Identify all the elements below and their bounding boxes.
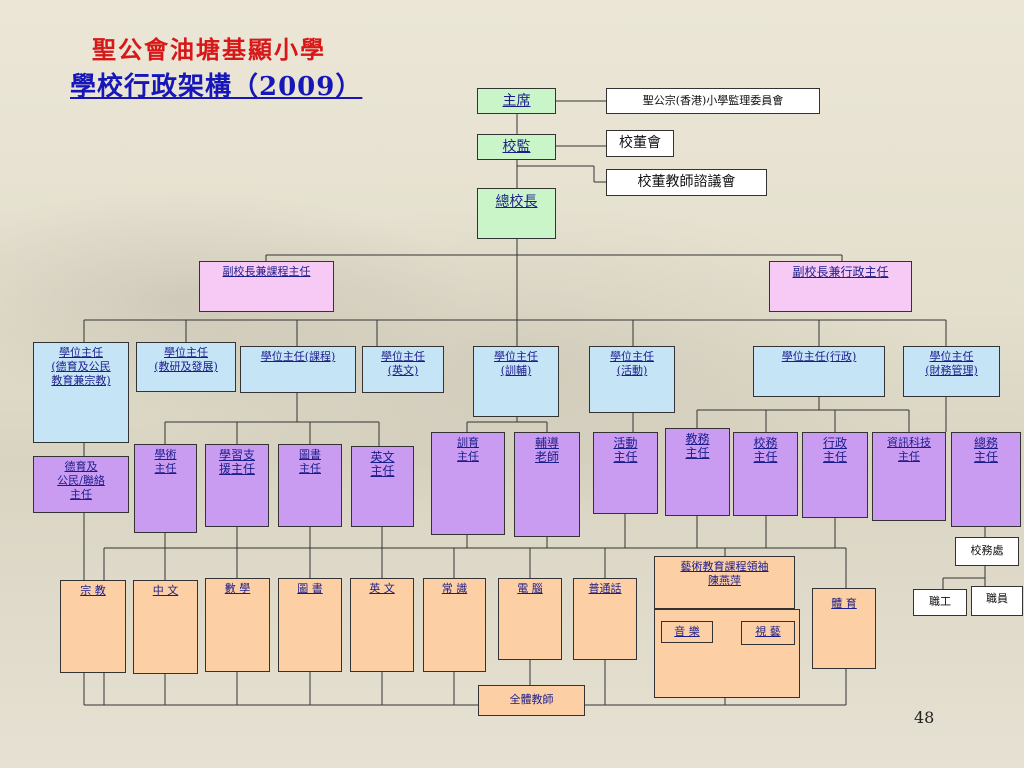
chart-title: 學校行政架構（2009） bbox=[70, 72, 363, 102]
node-sub-activity[interactable]: 學位主任 (活動) bbox=[589, 346, 675, 413]
node-head-support-line1: 學習支 bbox=[218, 448, 255, 462]
node-head-english-line2: 主任 bbox=[370, 464, 395, 478]
node-sub-finance[interactable]: 學位主任 (財務管理) bbox=[903, 346, 1000, 397]
node-sub-english-line2: (英文) bbox=[387, 364, 419, 377]
node-arts-leader[interactable]: 藝術教育課程領袖 陳燕萍 bbox=[654, 556, 795, 609]
node-supervisor-committee[interactable]: 聖公宗(香港)小學監理委員會 bbox=[606, 88, 820, 114]
node-head-administration-line1: 行政 bbox=[822, 436, 847, 450]
node-clerk[interactable]: 職員 bbox=[971, 586, 1023, 616]
node-arts-leader-line1: 藝術教育課程領袖 bbox=[680, 560, 769, 573]
school-name: 聖公會油塘基顯小學 bbox=[92, 35, 326, 64]
node-sub-finance-line2: (財務管理) bbox=[925, 364, 978, 377]
node-head-general[interactable]: 總務 主任 bbox=[951, 432, 1021, 527]
node-head-counsel-line2: 老師 bbox=[534, 450, 559, 464]
node-head-academic-line1: 學術 bbox=[154, 448, 177, 461]
node-arts-leader-line2: 陳燕萍 bbox=[708, 574, 741, 587]
node-head-counsel[interactable]: 輔導 老師 bbox=[514, 432, 580, 537]
node-head-moral-line3: 主任 bbox=[70, 488, 92, 501]
node-sub-moral-line3: 教育兼宗教) bbox=[51, 374, 111, 387]
node-head-administration[interactable]: 行政 主任 bbox=[802, 432, 868, 518]
node-sub-moral-line2: (德育及公民 bbox=[51, 360, 111, 373]
node-head-activity[interactable]: 活動 主任 bbox=[593, 432, 658, 514]
node-sub-english[interactable]: 學位主任 (英文) bbox=[362, 346, 444, 393]
node-head-general-line2: 主任 bbox=[973, 450, 998, 464]
node-head-it[interactable]: 資訊科技 主任 bbox=[872, 432, 946, 521]
node-principal[interactable]: 總校長 bbox=[477, 188, 556, 239]
node-head-support[interactable]: 學習支 援主任 bbox=[205, 444, 269, 527]
node-board[interactable]: 校董會 bbox=[606, 130, 674, 157]
node-head-discipline-line2: 主任 bbox=[457, 450, 479, 463]
node-subj-library[interactable]: 圖 書 bbox=[278, 578, 342, 672]
node-head-activity-line2: 主任 bbox=[613, 450, 638, 464]
page-number: 48 bbox=[914, 708, 935, 727]
node-head-library-line1: 圖書 bbox=[299, 448, 321, 461]
node-head-activity-line1: 活動 bbox=[613, 436, 638, 450]
node-sub-research[interactable]: 學位主任 (教研及發展) bbox=[136, 342, 236, 392]
node-sub-activity-line2: (活動) bbox=[616, 364, 648, 377]
node-sub-moral[interactable]: 學位主任 (德育及公民 教育兼宗教) bbox=[33, 342, 129, 443]
node-head-school-affairs[interactable]: 校務 主任 bbox=[733, 432, 798, 516]
node-head-discipline-line1: 訓育 bbox=[457, 436, 479, 449]
node-sub-research-line2: (教研及發展) bbox=[154, 360, 218, 373]
node-head-general-line1: 總務 bbox=[973, 436, 998, 450]
node-head-it-line1: 資訊科技 bbox=[887, 436, 931, 449]
node-head-library-line2: 主任 bbox=[299, 462, 321, 475]
node-head-discipline[interactable]: 訓育 主任 bbox=[431, 432, 505, 535]
node-subj-putonghua[interactable]: 普通話 bbox=[573, 578, 637, 660]
node-subj-music[interactable]: 音 樂 bbox=[661, 621, 713, 643]
node-subj-religion[interactable]: 宗 教 bbox=[60, 580, 126, 673]
node-supervisor[interactable]: 校監 bbox=[477, 134, 556, 160]
node-head-academic-affairs-line1: 教務 bbox=[685, 432, 710, 446]
node-subj-english[interactable]: 英 文 bbox=[350, 578, 414, 672]
node-board-teacher-council[interactable]: 校董教師諮議會 bbox=[606, 169, 767, 196]
node-head-school-affairs-line2: 主任 bbox=[753, 450, 778, 464]
node-all-teachers[interactable]: 全體教師 bbox=[478, 685, 585, 716]
node-head-administration-line2: 主任 bbox=[822, 450, 847, 464]
node-sub-activity-line1: 學位主任 bbox=[610, 350, 654, 363]
node-sub-finance-line1: 學位主任 bbox=[929, 350, 974, 363]
node-sub-admin[interactable]: 學位主任(行政) bbox=[753, 346, 885, 397]
node-head-academic[interactable]: 學術 主任 bbox=[134, 444, 197, 533]
node-subj-general[interactable]: 常 識 bbox=[423, 578, 486, 672]
node-head-counsel-line1: 輔導 bbox=[534, 436, 559, 450]
node-head-support-line2: 援主任 bbox=[218, 462, 255, 476]
node-sub-guidance-line2: (訓輔) bbox=[500, 364, 532, 377]
node-sub-english-line1: 學位主任 bbox=[381, 350, 425, 363]
node-sub-curriculum[interactable]: 學位主任(課程) bbox=[240, 346, 356, 393]
node-chairman[interactable]: 主席 bbox=[477, 88, 556, 114]
node-subj-computer[interactable]: 電 腦 bbox=[498, 578, 562, 660]
node-head-library[interactable]: 圖書 主任 bbox=[278, 444, 342, 527]
node-vp-curriculum[interactable]: 副校長兼課程主任 bbox=[199, 261, 334, 312]
node-school-office[interactable]: 校務處 bbox=[955, 537, 1019, 566]
node-head-moral[interactable]: 德育及 公民/聯絡 主任 bbox=[33, 456, 129, 513]
node-sub-research-line1: 學位主任 bbox=[164, 346, 208, 359]
node-subj-math[interactable]: 數 學 bbox=[205, 578, 270, 672]
node-head-moral-line1: 德育及 bbox=[64, 460, 98, 473]
node-subj-visual-arts[interactable]: 視 藝 bbox=[741, 621, 795, 645]
node-head-moral-line2: 公民/聯絡 bbox=[57, 474, 105, 487]
node-sub-guidance-line1: 學位主任 bbox=[494, 350, 538, 363]
node-sub-moral-line1: 學位主任 bbox=[59, 346, 103, 359]
node-vp-admin[interactable]: 副校長兼行政主任 bbox=[769, 261, 912, 312]
node-subj-chinese[interactable]: 中 文 bbox=[133, 580, 198, 674]
node-head-school-affairs-line1: 校務 bbox=[753, 436, 778, 450]
node-sub-guidance[interactable]: 學位主任 (訓輔) bbox=[473, 346, 559, 417]
node-head-academic-line2: 主任 bbox=[154, 462, 177, 475]
node-head-academic-affairs[interactable]: 教務 主任 bbox=[665, 428, 730, 516]
node-head-it-line2: 主任 bbox=[898, 450, 920, 463]
node-head-academic-affairs-line2: 主任 bbox=[685, 446, 710, 460]
node-head-english[interactable]: 英文 主任 bbox=[351, 446, 414, 527]
node-subj-pe[interactable]: 體 育 bbox=[812, 588, 876, 669]
node-head-english-line1: 英文 bbox=[370, 450, 395, 464]
node-worker[interactable]: 職工 bbox=[913, 589, 967, 616]
